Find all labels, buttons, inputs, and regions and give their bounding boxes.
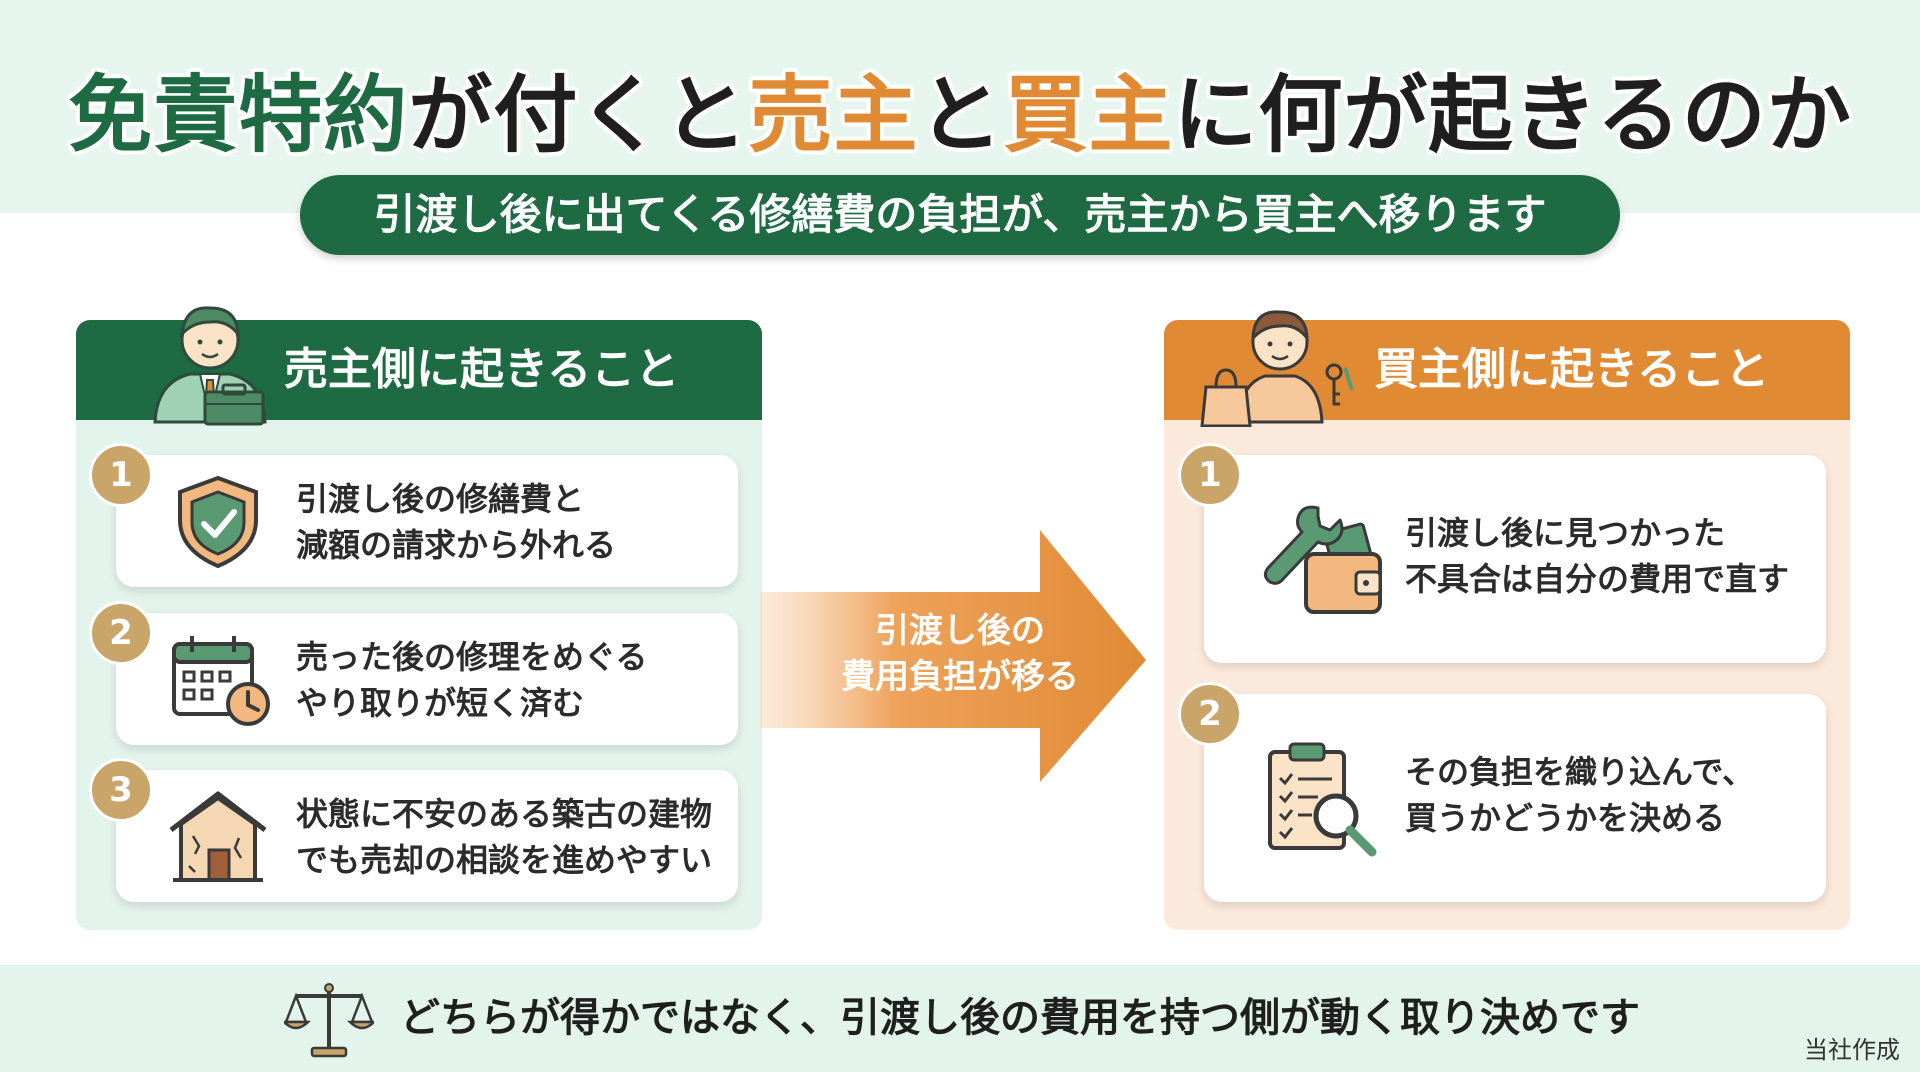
seller-item-1-number: 1: [89, 443, 153, 507]
shield-check-icon: [178, 475, 258, 569]
title-keyword-seller: 売主: [748, 66, 919, 164]
transfer-arrow-line1: 引渡し後の: [875, 611, 1045, 651]
calendar-clock-icon: [172, 636, 270, 726]
balance-scale-icon: [284, 983, 374, 1058]
seller-item-3-number: 3: [89, 758, 153, 822]
buyer-item-1-line1: 引渡し後に見つかった: [1405, 514, 1726, 552]
buyer-item-2-line2: 買うかどうかを決める: [1405, 799, 1726, 837]
seller-item-3-line1: 状態に不安のある築古の建物: [296, 795, 713, 833]
buyer-item-2-text: その負担を織り込んで、 買うかどうかを決める: [1405, 749, 1754, 841]
buyer-panel-title: 買主側に起きること: [1374, 344, 1770, 395]
clipboard-search-icon: [1268, 742, 1377, 857]
buyer-item-1-text: 引渡し後に見つかった 不具合は自分の費用で直す: [1405, 510, 1789, 602]
title-keyword-exemption: 免責特約: [68, 66, 409, 164]
seller-item-2-line2: やり取りが短く済む: [296, 684, 585, 722]
old-house-icon: [169, 791, 267, 882]
credit-text: 当社作成: [1804, 1036, 1900, 1064]
seller-item-2-number: 2: [89, 601, 153, 665]
seller-panel-title: 売主側に起きること: [284, 344, 680, 395]
buyer-item-2-line1: その負担を織り込んで、: [1405, 753, 1755, 791]
seller-item-3-line2: でも売却の相談を進めやすい: [296, 841, 713, 879]
seller-item-2-line1: 売った後の修理をめぐる: [296, 638, 648, 676]
seller-item-1-text: 引渡し後の修繕費と 減額の請求から外れる: [296, 476, 616, 568]
title-text: が付くと: [408, 66, 749, 164]
seller-item-3-text: 状態に不安のある築古の建物 でも売却の相談を進めやすい: [296, 791, 712, 883]
buyer-item-1-number: 1: [1178, 443, 1242, 507]
title-text: と: [918, 66, 1004, 164]
transfer-arrow-icon: [760, 530, 1146, 782]
title-keyword-buyer: 買主: [1003, 66, 1174, 164]
seller-item-2-text: 売った後の修理をめぐる やり取りが短く済む: [296, 634, 647, 726]
buyer-person-icon: [1200, 310, 1354, 427]
seller-item-1-line2: 減額の請求から外れる: [296, 526, 617, 564]
transfer-arrow-label: 引渡し後の 費用負担が移る: [800, 608, 1120, 700]
businessman-icon: [153, 306, 267, 426]
buyer-item-2-number: 2: [1178, 682, 1242, 746]
bottom-summary: どちらが得かではなく、引渡し後の費用を持つ側が動く取り決めです: [400, 995, 1640, 1041]
seller-item-1-line1: 引渡し後の修繕費と: [296, 480, 585, 518]
wrench-wallet-icon: [1263, 505, 1382, 614]
buyer-item-1-line2: 不具合は自分の費用で直す: [1405, 560, 1790, 598]
page-title: 免責特約が付くと売主と買主に何が起きるのか: [0, 48, 1920, 169]
subtitle: 引渡し後に出てくる修繕費の負担が、売主から買主へ移ります: [300, 175, 1620, 255]
transfer-arrow-line2: 費用負担が移る: [841, 657, 1079, 697]
title-text: に何が起きるのか: [1173, 66, 1852, 164]
